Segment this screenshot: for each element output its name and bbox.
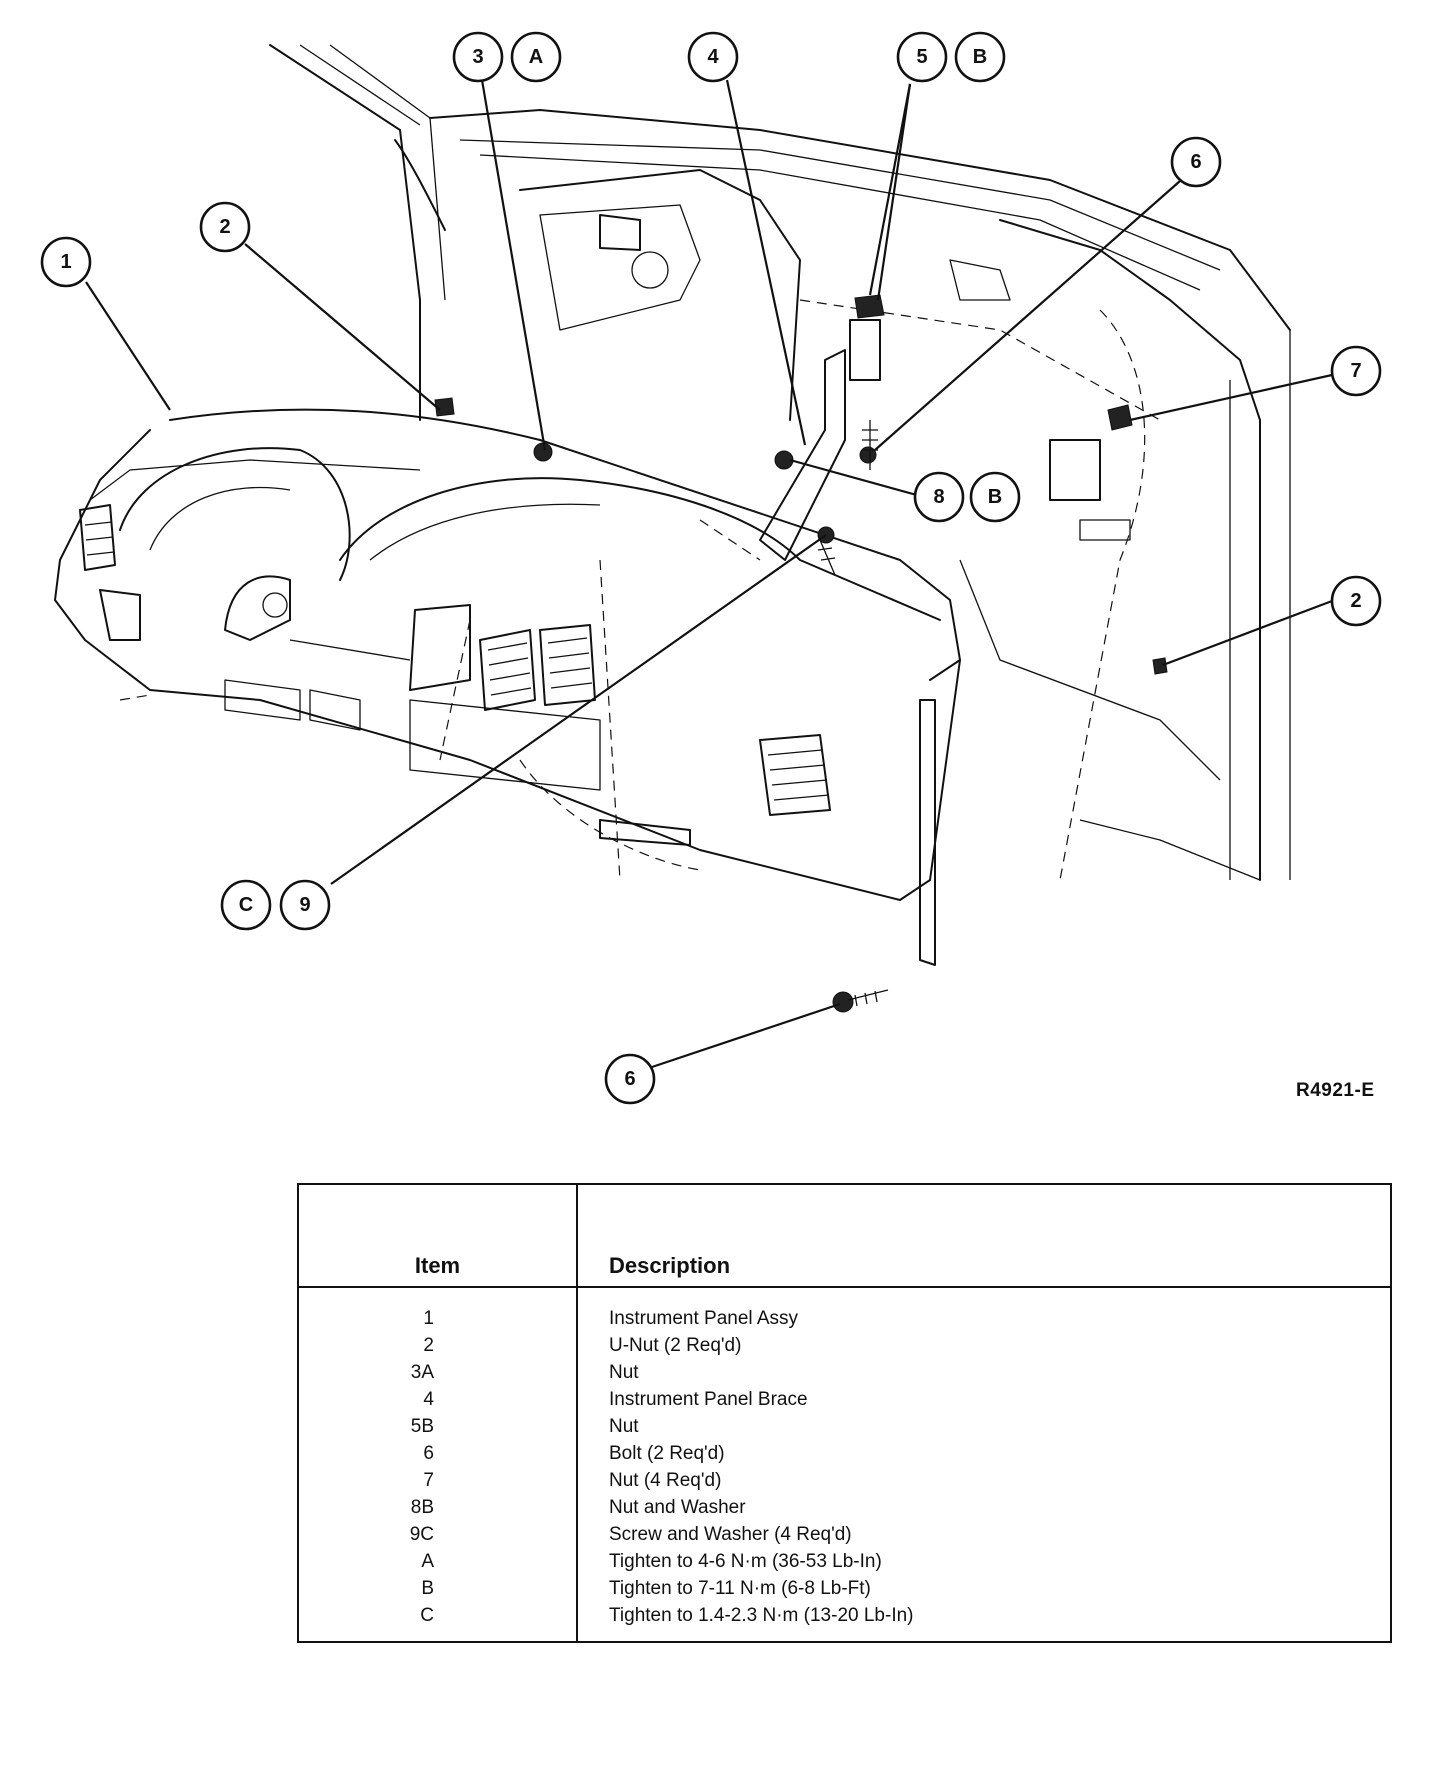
callout-2-top: 2: [199, 201, 251, 253]
table-row: 8B Nut and Washer: [299, 1497, 1390, 1524]
line-art: [54, 44, 1291, 1013]
callout-9: 9: [279, 879, 331, 931]
callout-A: A: [510, 31, 562, 83]
figure-id: R4921-E: [1296, 1080, 1375, 1101]
callout-4: 4: [687, 31, 739, 83]
table-row: C Tighten to 1.4-2.3 N·m (13-20 Lb-In): [299, 1605, 1390, 1632]
row-description: Screw and Washer (4 Req'd): [609, 1524, 852, 1545]
header-description: Description: [609, 1253, 731, 1278]
svg-text:6: 6: [1190, 151, 1201, 173]
svg-text:6: 6: [624, 1068, 635, 1090]
row-description: Nut and Washer: [609, 1497, 746, 1518]
row-description: Bolt (2 Req'd): [609, 1443, 725, 1464]
row-item: A: [421, 1551, 434, 1572]
leader-lines: [85, 79, 1333, 1069]
row-description: Nut (4 Req'd): [609, 1470, 722, 1491]
svg-text:A: A: [529, 46, 543, 68]
svg-text:C: C: [239, 894, 253, 916]
row-description: Tighten to 4-6 N·m (36-53 Lb-In): [609, 1551, 882, 1572]
row-description: Instrument Panel Brace: [609, 1389, 808, 1410]
svg-text:3: 3: [472, 46, 483, 68]
table-row: 9C Screw and Washer (4 Req'd): [299, 1524, 1390, 1551]
callout-6-bottom: 6: [604, 1053, 656, 1105]
legend-rows: 1 Instrument Panel Assy 2 U-Nut (2 Req'd) 3A…: [299, 1308, 1390, 1632]
parts-legend-table: Item Description 1 Instrument Panel Assy 2…: [297, 1183, 1392, 1643]
table-row: 4 Instrument Panel Brace: [299, 1389, 1390, 1416]
row-description: Tighten to 7-11 N·m (6-8 Lb-Ft): [609, 1578, 871, 1599]
table-row: 1 Instrument Panel Assy: [299, 1308, 1390, 1335]
callout-8: 8: [913, 471, 965, 523]
table-row: 5B Nut: [299, 1416, 1390, 1443]
row-description: Nut: [609, 1362, 639, 1383]
svg-text:2: 2: [219, 216, 230, 238]
svg-text:B: B: [988, 486, 1002, 508]
row-description: Tighten to 1.4-2.3 N·m (13-20 Lb-In): [609, 1605, 914, 1626]
callout-7: 7: [1330, 345, 1382, 397]
table-row: 6 Bolt (2 Req'd): [299, 1443, 1390, 1470]
row-item: 4: [423, 1389, 434, 1410]
callout-B-top: B: [954, 31, 1006, 83]
row-item: 8B: [410, 1497, 434, 1518]
svg-text:5: 5: [916, 46, 927, 68]
svg-text:7: 7: [1350, 360, 1361, 382]
row-item: B: [421, 1578, 434, 1599]
row-item: 5B: [410, 1416, 434, 1437]
header-divider: [299, 1286, 1390, 1288]
row-description: U-Nut (2 Req'd): [609, 1335, 742, 1356]
svg-text:B: B: [973, 46, 987, 68]
callout-1: 1: [40, 236, 92, 288]
callout-3: 3: [452, 31, 504, 83]
header-item: Item: [414, 1253, 461, 1278]
table-row: B Tighten to 7-11 N·m (6-8 Lb-Ft): [299, 1578, 1390, 1605]
callout-B-mid: B: [969, 471, 1021, 523]
callout-C: C: [220, 879, 272, 931]
row-item: 7: [423, 1470, 434, 1491]
row-item: 3A: [410, 1362, 434, 1383]
callout-5: 5: [896, 31, 948, 83]
table-row: 3A Nut: [299, 1362, 1390, 1389]
column-divider: [576, 1185, 578, 1641]
row-item: C: [420, 1605, 434, 1626]
table-row: 7 Nut (4 Req'd): [299, 1470, 1390, 1497]
svg-text:2: 2: [1350, 590, 1361, 612]
row-item: 1: [423, 1308, 434, 1329]
svg-text:4: 4: [707, 46, 719, 68]
row-item: 9C: [409, 1524, 434, 1545]
svg-text:8: 8: [933, 486, 944, 508]
svg-text:9: 9: [299, 894, 310, 916]
svg-text:1: 1: [60, 251, 71, 273]
row-item: 6: [423, 1443, 434, 1464]
row-item: 2: [423, 1335, 434, 1356]
row-description: Nut: [609, 1416, 639, 1437]
instrument-panel-exploded-diagram: 1 2 3 A 4 5 B 6 7 8 B 2 C 9 6: [40, 31, 1382, 1105]
table-row: A Tighten to 4-6 N·m (36-53 Lb-In): [299, 1551, 1390, 1578]
table-row: 2 U-Nut (2 Req'd): [299, 1335, 1390, 1362]
row-description: Instrument Panel Assy: [609, 1308, 799, 1329]
callout-2-right: 2: [1330, 575, 1382, 627]
callout-6-top: 6: [1170, 136, 1222, 188]
